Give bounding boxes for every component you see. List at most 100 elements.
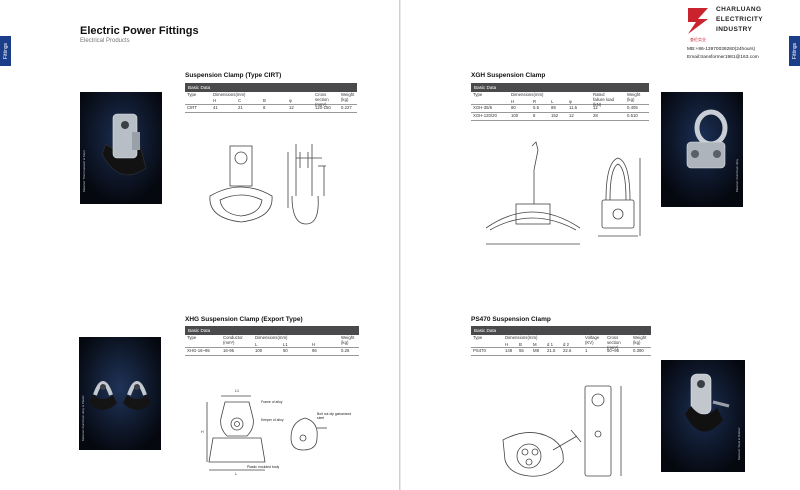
xhg-sub-l1: L1	[283, 342, 288, 347]
cirt-sub-c: C	[238, 98, 242, 103]
ps470-cell-h: 148	[505, 348, 513, 353]
cirt-col-type: Type	[187, 92, 197, 97]
cirt-sub-phi: φ	[289, 98, 292, 103]
xgh-basic-data-bar: Basic Data	[471, 83, 649, 92]
ps470-table: Basic Data Type Dimensions(mm) Voltage (…	[471, 326, 651, 356]
xhg-basic-data-bar: Basic Data	[185, 326, 359, 335]
xgh-cell-load: 12	[593, 105, 598, 110]
table-row: XHG-16~95 16-95 100 50 96 0.26	[185, 348, 359, 356]
xgh-sub-h: H	[511, 99, 515, 104]
xgh-product-photo: Material: Aluminium alloy	[661, 92, 743, 207]
xhg-col-type: Type	[187, 335, 197, 340]
xgh-col-load: Rated failure load (kN)	[593, 92, 615, 107]
xgh-title: XGH Suspension Clamp	[471, 72, 546, 79]
contact-email: Email:transformer1981@163.com	[687, 55, 759, 60]
xhg-cell-conductor: 16-95	[223, 348, 234, 353]
xhg-photo-caption: Material: Aluminium alloy & Plastic	[81, 395, 85, 441]
page-subtitle: Electrical Products	[80, 38, 130, 44]
xgh-photo-caption: Material: Aluminium alloy	[735, 158, 739, 192]
xhg-product-photo: Material: Aluminium alloy & Plastic	[79, 337, 161, 450]
cirt-table: Basic Data Type Dimensions(mm) Cross sec…	[185, 83, 357, 113]
xgh-cell-weight: 0.405	[627, 105, 638, 110]
cirt-basic-data-bar: Basic Data	[185, 83, 357, 92]
ps470-title: PS470 Suspension Clamp	[471, 316, 551, 323]
side-tab-label: Fittings	[2, 42, 9, 60]
xhg-cell-type: XHG-16~95	[187, 348, 210, 353]
xhg-label-keeper: Keeper of alloy	[261, 418, 284, 422]
brand-line-2: ELECTRICITY	[716, 16, 764, 23]
table-row: PS470 148 55 M8 21.5 22.6 1 50~95 0.390	[471, 348, 651, 356]
ps470-sub-d1: d 1	[547, 342, 553, 347]
xhg-header-row: Type Conductor (mm²) Dimensions(mm) Weig…	[185, 335, 359, 348]
cirt-cell-type: CIRT	[187, 105, 197, 110]
cirt-col-section: Cross section (mm²)	[315, 92, 329, 107]
ps470-cell-weight: 0.390	[633, 348, 644, 353]
ps470-cell-d1: 21.5	[547, 348, 556, 353]
xgh-col-dims: Dimensions(mm)	[511, 92, 544, 97]
cirt-title: Suspension Clamp (Type CIRT)	[185, 72, 282, 79]
ps470-cell-type: PS470	[473, 348, 486, 353]
xgh-table: Basic Data Type Dimensions(mm) Rated fai…	[471, 83, 649, 121]
ps470-col-section: Cross section (mm²)	[607, 335, 621, 350]
ps470-cell-m: M8	[533, 348, 539, 353]
cirt-cell-h: 41	[213, 105, 218, 110]
xhg-cell-l: 100	[255, 348, 263, 353]
xhg-title: XHG Suspension Clamp (Export Type)	[185, 316, 303, 323]
xhg-cell-weight: 0.26	[341, 348, 350, 353]
ps470-col-voltage: Voltage (KV)	[585, 335, 600, 345]
ps470-cell-section: 50~95	[607, 348, 620, 353]
xgh-cell-l: 152	[551, 113, 559, 118]
right-page: Fittings CHARLUANG ELECTRICITY INDUSTRY …	[401, 0, 800, 490]
xgh-cell-type: XGH-35/6	[473, 105, 493, 110]
table-row: CIRT 41 21 8 12 120-150 0.227	[185, 105, 357, 113]
table-row: XGH-35/6 80 5.5 89 11.5 12 0.405	[471, 105, 649, 113]
xhg-label-frame: Frame of alloy	[261, 400, 283, 404]
ps470-product-photo: Material: Steel & Rubber	[661, 360, 745, 472]
ps470-col-weight: Weight (kg)	[633, 335, 647, 345]
xgh-cell-load: 28	[593, 113, 598, 118]
xhg-sub-h: H	[312, 342, 316, 347]
xhg-col-weight: Weight (kg)	[341, 335, 355, 345]
brand-block: CHARLUANG ELECTRICITY INDUSTRY 查伦实业	[684, 4, 794, 46]
ps470-sub-b: B	[519, 342, 522, 347]
xgh-cell-r: 8	[533, 113, 536, 118]
xhg-label-l1: L1	[235, 389, 239, 393]
fittings-side-tab-right: Fittings	[789, 36, 800, 66]
xhg-col-conductor: Conductor (mm²)	[223, 335, 243, 345]
cirt-sub-h: H	[213, 98, 217, 103]
contact-phone: MB:+86-13970039280(24hours)	[687, 47, 756, 52]
xhg-cell-h: 96	[312, 348, 317, 353]
table-row: XGH-120/20 100 8 152 12 28 0.510	[471, 113, 649, 121]
cirt-col-weight: Weight (kg)	[341, 92, 355, 102]
xgh-technical-drawing	[485, 141, 641, 245]
xhg-label-h: H	[201, 430, 204, 434]
ps470-technical-drawing	[502, 385, 622, 477]
xhg-cell-l1: 50	[283, 348, 288, 353]
xgh-cell-l: 89	[551, 105, 556, 110]
xgh-cell-phi: 12	[569, 113, 574, 118]
cirt-cell-c: 21	[238, 105, 243, 110]
ps470-cell-voltage: 1	[585, 348, 588, 353]
ps470-cell-d2: 22.6	[563, 348, 572, 353]
xhg-technical-drawing: L1 L H Frame of alloy Keeper of alloy Bo…	[195, 388, 365, 480]
cirt-product-photo: Material: Thermoplastic & Steel	[80, 92, 162, 204]
ps470-sub-d2: d 2	[563, 342, 569, 347]
cirt-cell-section: 120-150	[315, 105, 331, 110]
ps470-sub-h: H	[505, 342, 509, 347]
cirt-photo-caption: Material: Thermoplastic & Steel	[82, 150, 86, 192]
cirt-header-row: Type Dimensions(mm) Cross section (mm²) …	[185, 92, 357, 107]
xgh-sub-l: L	[551, 99, 554, 104]
xgh-col-type: Type	[473, 92, 483, 97]
page-title: Electric Power Fittings	[80, 25, 199, 37]
xgh-cell-weight: 0.510	[627, 113, 638, 118]
cirt-cell-weight: 0.227	[341, 105, 352, 110]
xhg-sub-l: L	[255, 342, 258, 347]
ps470-col-dims: Dimensions(mm)	[505, 335, 538, 340]
xgh-cell-r: 5.5	[533, 105, 539, 110]
cirt-cell-b: 8	[263, 105, 266, 110]
xgh-sub-phi: φ	[569, 99, 572, 104]
cirt-cell-phi: 12	[289, 105, 294, 110]
ps470-col-type: Type	[473, 335, 483, 340]
brand-line-1: CHARLUANG	[716, 6, 762, 13]
cirt-technical-drawing	[209, 144, 326, 225]
